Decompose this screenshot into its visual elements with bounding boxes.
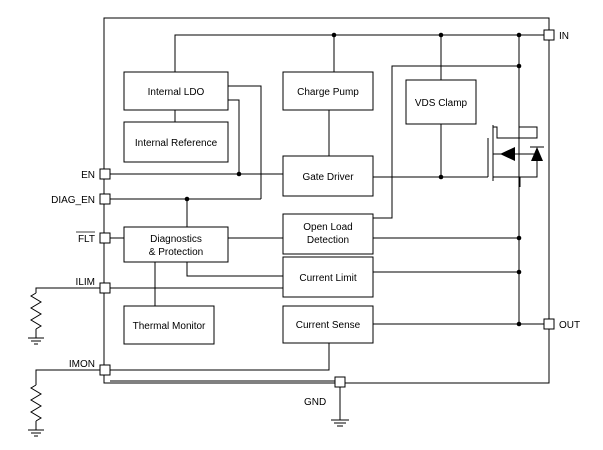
- pin-in-label: IN: [559, 31, 569, 42]
- current-limit-block: Current Limit: [282, 256, 374, 298]
- current-sense-label: Current Sense: [296, 320, 361, 331]
- open-load-label-1: Open Load: [303, 222, 353, 233]
- pin-flt-label: FLT: [78, 234, 95, 245]
- body-diode-arrow: [500, 147, 515, 161]
- imon-resistor: [30, 369, 100, 430]
- current-sense-block: Current Sense: [282, 305, 374, 344]
- wires: [110, 34, 549, 420]
- ground-icon: [28, 337, 44, 345]
- vds-clamp-label: VDS Clamp: [415, 98, 468, 109]
- pin-flt: FLT: [76, 231, 111, 245]
- charge-pump-label: Charge Pump: [297, 87, 359, 98]
- pin-out-label: OUT: [559, 320, 580, 331]
- pin-ilim-label: ILIM: [76, 277, 95, 288]
- internal-reference-label: Internal Reference: [135, 138, 218, 149]
- open-load-label-2: Detection: [307, 235, 349, 246]
- gate-driver-label: Gate Driver: [302, 172, 354, 183]
- thermal-monitor-block: Thermal Monitor: [123, 305, 215, 345]
- pin-ilim: ILIM: [76, 277, 111, 294]
- vds-clamp-block: VDS Clamp: [405, 79, 477, 125]
- pin-gnd-label: GND: [304, 397, 326, 408]
- internal-ldo-block: Internal LDO: [123, 71, 229, 111]
- junction-dots: [184, 32, 522, 327]
- internal-reference-block: Internal Reference: [123, 121, 229, 163]
- current-limit-label: Current Limit: [299, 273, 356, 284]
- diagnostics-protection-block: Diagnostics & Protection: [123, 226, 229, 263]
- ground-icon: [28, 429, 44, 437]
- body-diode-triangle: [531, 147, 543, 161]
- thermal-monitor-label: Thermal Monitor: [133, 321, 206, 332]
- diagnostics-label-1: Diagnostics: [150, 234, 202, 245]
- ground-icon: [331, 419, 349, 427]
- pin-diag-en: DIAG_EN: [51, 193, 111, 206]
- pin-gnd: GND: [304, 376, 346, 408]
- pin-en: EN: [81, 168, 111, 181]
- power-mosfet: [487, 125, 544, 187]
- gate-driver-block: Gate Driver: [282, 155, 374, 197]
- charge-pump-block: Charge Pump: [282, 71, 374, 111]
- pin-in: IN: [543, 29, 569, 42]
- pin-out: OUT: [543, 318, 580, 331]
- pin-diag-en-label: DIAG_EN: [51, 195, 95, 206]
- pin-imon-label: IMON: [69, 359, 95, 370]
- ilim-resistor: [30, 287, 100, 338]
- open-load-detection-block: Open Load Detection: [282, 213, 374, 255]
- diagnostics-label-2: & Protection: [149, 247, 203, 258]
- internal-ldo-label: Internal LDO: [148, 87, 205, 98]
- pin-en-label: EN: [81, 170, 95, 181]
